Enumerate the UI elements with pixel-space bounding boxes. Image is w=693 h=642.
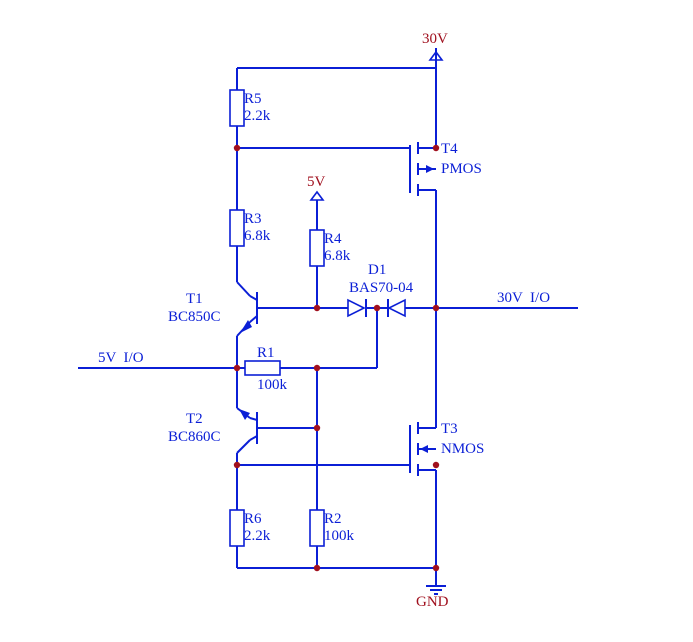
resistor-r6: R6 2.2k bbox=[229, 509, 271, 547]
r2-ref: R2 bbox=[324, 511, 342, 527]
resistor-r2: R2 100k bbox=[309, 509, 355, 547]
resistor-r4: R4 6.8k bbox=[309, 229, 351, 267]
t3-ref: T3 bbox=[441, 421, 458, 437]
diode-d1: D1 BAS70-04 bbox=[347, 262, 414, 318]
mosfet-t4-pmos: T4 PMOS bbox=[409, 141, 482, 196]
r6-value: 2.2k bbox=[244, 528, 271, 544]
d1-diode-a-icon bbox=[347, 298, 366, 318]
power-5v-label: 5V bbox=[307, 174, 326, 190]
d1-diode-b-icon bbox=[387, 298, 406, 318]
power-30v-symbol: 30V bbox=[422, 31, 448, 61]
junction-dots bbox=[233, 144, 440, 572]
r1-value: 100k bbox=[257, 377, 288, 393]
t3-type: NMOS bbox=[441, 441, 484, 457]
t4-type: PMOS bbox=[441, 161, 482, 177]
resistor-r3: R3 6.8k bbox=[229, 209, 271, 247]
t2-ref: T2 bbox=[186, 411, 203, 427]
t1-emitter-arrow-icon bbox=[240, 320, 252, 333]
r2-value: 100k bbox=[324, 528, 355, 544]
d1-ref: D1 bbox=[368, 262, 386, 278]
wires bbox=[78, 60, 578, 585]
ground-symbol: GND bbox=[416, 585, 449, 610]
net-label-30v-io: 30V I/O bbox=[497, 290, 550, 306]
t4-ref: T4 bbox=[441, 141, 458, 157]
r3-ref: R3 bbox=[244, 211, 262, 227]
d1-value: BAS70-04 bbox=[349, 280, 414, 296]
t4-arrow-icon bbox=[426, 165, 434, 173]
power-30v-label: 30V bbox=[422, 31, 448, 47]
power-5v-symbol: 5V bbox=[307, 174, 326, 201]
r5-ref: R5 bbox=[244, 91, 262, 107]
t1-value: BC850C bbox=[168, 309, 221, 325]
r1-ref: R1 bbox=[257, 345, 275, 361]
t2-value: BC860C bbox=[168, 429, 221, 445]
transistor-t1-npn: T1 BC850C bbox=[168, 291, 258, 333]
resistor-r1: R1 100k bbox=[244, 345, 288, 393]
mosfet-t3-nmos: T3 NMOS bbox=[409, 421, 484, 476]
t3-arrow-icon bbox=[420, 445, 428, 453]
resistor-r5: R5 2.2k bbox=[229, 89, 271, 127]
net-label-5v-io: 5V I/O bbox=[98, 350, 144, 366]
transistor-t2-pnp: T2 BC860C bbox=[168, 409, 258, 445]
t1-ref: T1 bbox=[186, 291, 203, 307]
r4-value: 6.8k bbox=[324, 248, 351, 264]
r4-ref: R4 bbox=[324, 231, 342, 247]
r3-value: 6.8k bbox=[244, 228, 271, 244]
t2-emitter-arrow-icon bbox=[239, 409, 250, 420]
r5-value: 2.2k bbox=[244, 108, 271, 124]
gnd-label: GND bbox=[416, 594, 449, 610]
r6-ref: R6 bbox=[244, 511, 262, 527]
